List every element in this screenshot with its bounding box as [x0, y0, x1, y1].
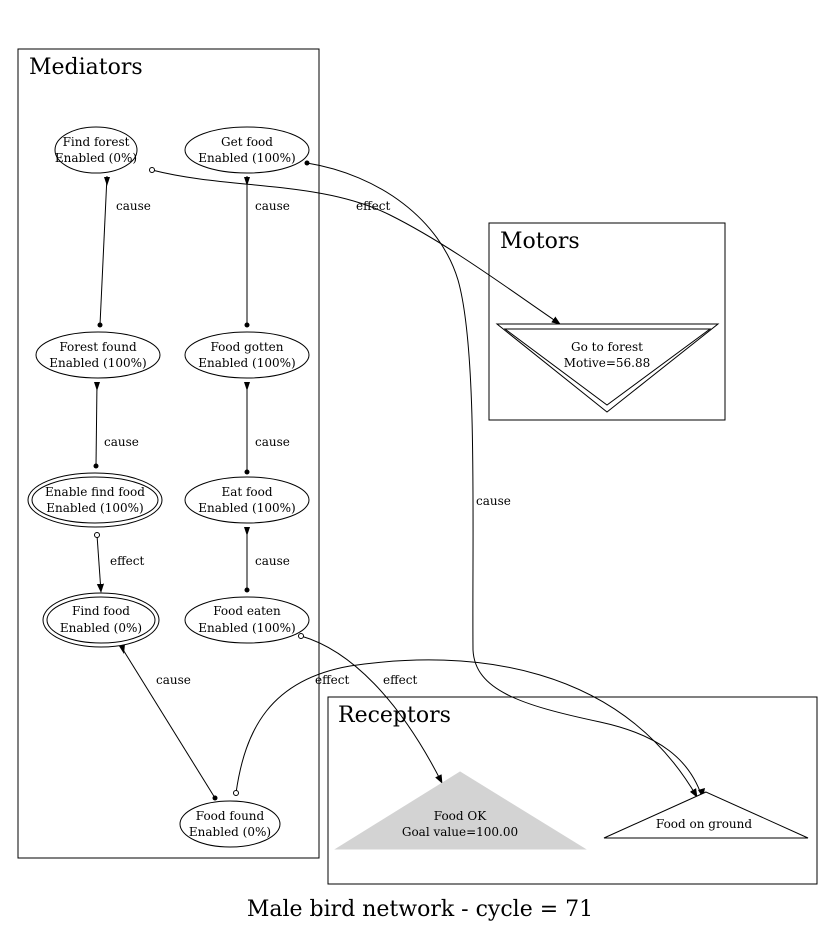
- edge-arrowhead: [244, 177, 250, 186]
- node-find-food: Find food Enabled (0%): [42, 592, 160, 648]
- node-name: Enable find food: [45, 485, 145, 499]
- edge-forest-found-enable-find-food: [95, 381, 98, 467]
- edge-arrowhead: [244, 527, 250, 536]
- node-name: Get food: [221, 135, 273, 149]
- node-name: Eat food: [221, 485, 272, 499]
- node-name: Find food: [72, 604, 130, 618]
- edge-label-cause: cause: [476, 494, 511, 508]
- node-status: Enabled (100%): [49, 356, 146, 370]
- edge-food-found-food-on-ground: [235, 659, 698, 798]
- mediators-cluster: Mediators: [17, 48, 320, 859]
- node-status: Enabled (100%): [198, 356, 295, 370]
- edge-label-cause: cause: [104, 435, 139, 449]
- edge-origin-circle: [149, 167, 155, 173]
- node-status: Enabled (0%): [189, 825, 271, 839]
- motors-cluster-label: Motors: [500, 229, 580, 254]
- node-status: Enabled (100%): [198, 151, 295, 165]
- node-name: Go to forest: [571, 340, 643, 354]
- node-forest-found: Forest found Enabled (100%): [35, 331, 161, 379]
- edge-label-effect: effect: [315, 673, 349, 687]
- node-status: Enabled (100%): [198, 501, 295, 515]
- edge-dot: [93, 463, 99, 469]
- edge-food-eaten-food-ok: [300, 635, 443, 784]
- node-food-eaten: Food eaten Enabled (100%): [184, 596, 310, 644]
- edge-dot: [97, 322, 103, 328]
- node-eat-food: Eat food Enabled (100%): [184, 476, 310, 524]
- node-name: Food gotten: [211, 340, 284, 354]
- edge-dot: [244, 322, 250, 328]
- node-food-on-ground: Food on ground: [603, 791, 809, 839]
- edge-label-cause: cause: [255, 199, 290, 213]
- node-find-forest: Find forest Enabled (0%): [54, 126, 138, 174]
- edge-dot: [244, 587, 250, 593]
- receptors-cluster: Receptors: [327, 696, 818, 885]
- node-status: Motive=56.88: [564, 356, 650, 370]
- node-name: Food on ground: [656, 817, 752, 831]
- edge-enable-find-food-find-food: [96, 534, 105, 593]
- node-name: Food eaten: [213, 604, 281, 618]
- node-go-to-forest: Go to forest Motive=56.88: [495, 323, 720, 413]
- edge-label-effect: effect: [110, 554, 144, 568]
- edges: cause cause effect cause cause effect ca…: [93, 160, 705, 801]
- edge-label-cause: cause: [156, 673, 191, 687]
- edge-arrowhead: [119, 644, 125, 654]
- node-status: Goal value=100.00: [402, 825, 518, 839]
- edge-dot: [212, 795, 218, 801]
- node-get-food: Get food Enabled (100%): [184, 126, 310, 174]
- diagram-title: Male bird network - cycle = 71: [247, 897, 593, 922]
- node-food-found: Food found Enabled (0%): [179, 800, 281, 848]
- node-name: Food found: [196, 809, 265, 823]
- edge-origin-circle: [94, 532, 100, 538]
- node-food-ok: Food OK Goal value=100.00: [334, 771, 587, 850]
- edge-label-cause: cause: [116, 199, 151, 213]
- node-name: Find forest: [63, 135, 130, 149]
- node-status: Enabled (100%): [46, 501, 143, 515]
- node-status: Enabled (0%): [60, 621, 142, 635]
- node-enable-find-food: Enable find food Enabled (100%): [27, 472, 163, 528]
- edge-label-effect: effect: [356, 199, 390, 213]
- motors-cluster: Motors: [488, 222, 726, 421]
- edge-label-cause: cause: [255, 435, 290, 449]
- edge-arrowhead: [104, 177, 110, 186]
- node-food-gotten: Food gotten Enabled (100%): [184, 331, 310, 379]
- edge-food-found-find-food: [121, 647, 216, 799]
- edge-dot: [244, 469, 250, 475]
- node-status: Enabled (0%): [55, 151, 137, 165]
- node-name: Forest found: [59, 340, 137, 354]
- edge-origin-circle: [298, 633, 304, 639]
- edge-get-food-food-on-ground: [306, 162, 703, 798]
- edge-find-forest-go-to-forest: [151, 169, 561, 325]
- node-status: Enabled (100%): [198, 621, 295, 635]
- edge-arrowhead: [244, 382, 250, 391]
- edge-label-cause: cause: [255, 554, 290, 568]
- node-name: Food OK: [434, 809, 487, 823]
- edge-dot: [304, 160, 310, 166]
- edge-label-effect: effect: [383, 673, 417, 687]
- edge-arrowhead: [94, 382, 100, 391]
- edge-find-forest-forest-found: [99, 175, 108, 326]
- edge-origin-circle: [233, 790, 239, 796]
- mediators-cluster-label: Mediators: [29, 55, 143, 80]
